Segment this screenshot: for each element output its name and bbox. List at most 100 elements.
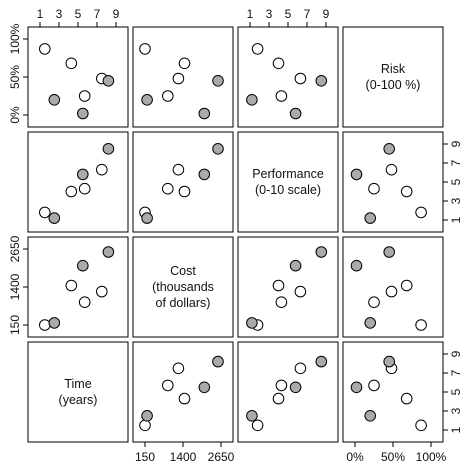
y-tick-label-time: 7 <box>449 369 463 376</box>
data-point-3 <box>178 57 191 70</box>
x-tick-label-performance: 5 <box>285 7 292 21</box>
x-tick-label-performance: 7 <box>304 7 311 21</box>
data-point-7 <box>102 143 115 155</box>
data-point-3 <box>272 392 285 405</box>
data-point-5 <box>368 296 380 309</box>
diagonal-label-time: (years) <box>59 393 98 407</box>
data-point-2 <box>364 410 377 422</box>
data-point-6 <box>385 285 398 298</box>
diagonal-label-risk: Risk <box>381 62 406 76</box>
x-tick-label-risk: 100% <box>416 450 447 464</box>
data-point-1 <box>251 43 264 55</box>
data-point-6 <box>172 72 185 85</box>
data-point-1 <box>251 419 264 432</box>
panel-time-vs-time <box>27 341 129 443</box>
data-point-3 <box>272 57 285 70</box>
data-point-4 <box>289 381 302 394</box>
panel-performance-vs-cost <box>132 131 234 233</box>
y-tick-label-time: 1 <box>449 426 463 433</box>
data-point-5 <box>78 296 91 309</box>
data-point-1 <box>39 43 51 55</box>
data-point-4 <box>198 107 211 120</box>
panel-performance-vs-performance <box>237 131 339 233</box>
data-point-4 <box>198 168 211 181</box>
data-point-4 <box>77 168 89 181</box>
data-point-5 <box>368 182 380 195</box>
data-point-7 <box>102 246 115 258</box>
x-tick-label-performance: 9 <box>323 7 330 21</box>
data-point-2 <box>141 94 153 106</box>
panel-cost-vs-performance <box>237 236 339 338</box>
data-point-1 <box>39 206 51 219</box>
data-point-1 <box>415 419 427 432</box>
data-point-7 <box>315 355 328 368</box>
panel-cost-vs-cost <box>132 236 234 338</box>
x-tick-label-time: 3 <box>56 7 63 21</box>
data-point-5 <box>275 296 288 309</box>
y-tick-label-time: 9 <box>449 350 463 357</box>
data-point-5 <box>78 182 91 195</box>
diagonal-label-time: Time <box>64 377 91 391</box>
panel-time-vs-performance <box>237 341 339 443</box>
data-point-5 <box>368 379 380 392</box>
data-point-7 <box>315 75 328 87</box>
data-point-3 <box>65 57 78 70</box>
data-point-3 <box>400 185 413 198</box>
diagonal-label-performance: (0-10 scale) <box>255 183 321 197</box>
y-tick-label-cost: 1400 <box>8 273 22 300</box>
data-point-6 <box>294 72 307 85</box>
data-point-3 <box>272 279 285 292</box>
data-point-4 <box>350 259 363 272</box>
data-point-1 <box>415 319 427 331</box>
data-point-1 <box>415 206 427 219</box>
data-point-5 <box>275 379 288 392</box>
data-point-2 <box>48 212 61 224</box>
data-point-5 <box>162 379 174 392</box>
data-point-6 <box>172 362 185 375</box>
data-point-7 <box>212 355 224 368</box>
x-tick-label-time: 1 <box>37 7 44 21</box>
y-tick-label-cost: 150 <box>8 315 22 335</box>
x-tick-label-risk: 0% <box>346 450 364 464</box>
data-point-1 <box>139 419 151 432</box>
data-point-3 <box>400 392 413 405</box>
data-point-2 <box>141 410 153 422</box>
diagonal-label-cost: Cost <box>170 264 196 278</box>
y-tick-label-performance: 7 <box>449 159 463 166</box>
data-point-6 <box>294 362 307 375</box>
diagonal-label-cost: of dollars) <box>156 296 211 310</box>
data-point-2 <box>364 212 377 224</box>
data-point-4 <box>289 259 302 272</box>
x-tick-label-risk: 50% <box>381 450 405 464</box>
data-point-1 <box>139 43 151 55</box>
x-tick-label-time: 7 <box>94 7 101 21</box>
data-point-7 <box>102 75 115 87</box>
x-tick-label-cost: 1400 <box>170 450 197 464</box>
diagonal-label-cost: (thousands <box>152 280 214 294</box>
data-point-7 <box>212 75 224 87</box>
diagonal-label-performance: Performance <box>252 167 324 181</box>
data-point-2 <box>141 212 153 224</box>
y-tick-label-risk: 100% <box>8 23 22 54</box>
data-point-5 <box>275 90 288 102</box>
y-tick-label-performance: 3 <box>449 197 463 204</box>
panel-cost-vs-risk <box>342 236 444 338</box>
panel-risk-vs-cost <box>132 26 234 128</box>
x-tick-label-performance: 3 <box>266 7 273 21</box>
data-point-2 <box>246 317 258 329</box>
data-point-2 <box>246 94 258 106</box>
y-tick-label-time: 3 <box>449 407 463 414</box>
data-point-3 <box>65 185 78 198</box>
x-tick-label-cost: 2650 <box>208 450 235 464</box>
data-point-4 <box>350 381 363 394</box>
data-point-5 <box>78 90 91 102</box>
data-point-6 <box>294 285 307 298</box>
x-tick-label-performance: 1 <box>247 7 254 21</box>
data-point-6 <box>172 163 185 176</box>
data-point-4 <box>77 107 89 120</box>
data-point-4 <box>77 259 89 272</box>
data-point-4 <box>198 381 211 394</box>
data-point-4 <box>289 107 302 120</box>
data-point-7 <box>315 246 328 258</box>
